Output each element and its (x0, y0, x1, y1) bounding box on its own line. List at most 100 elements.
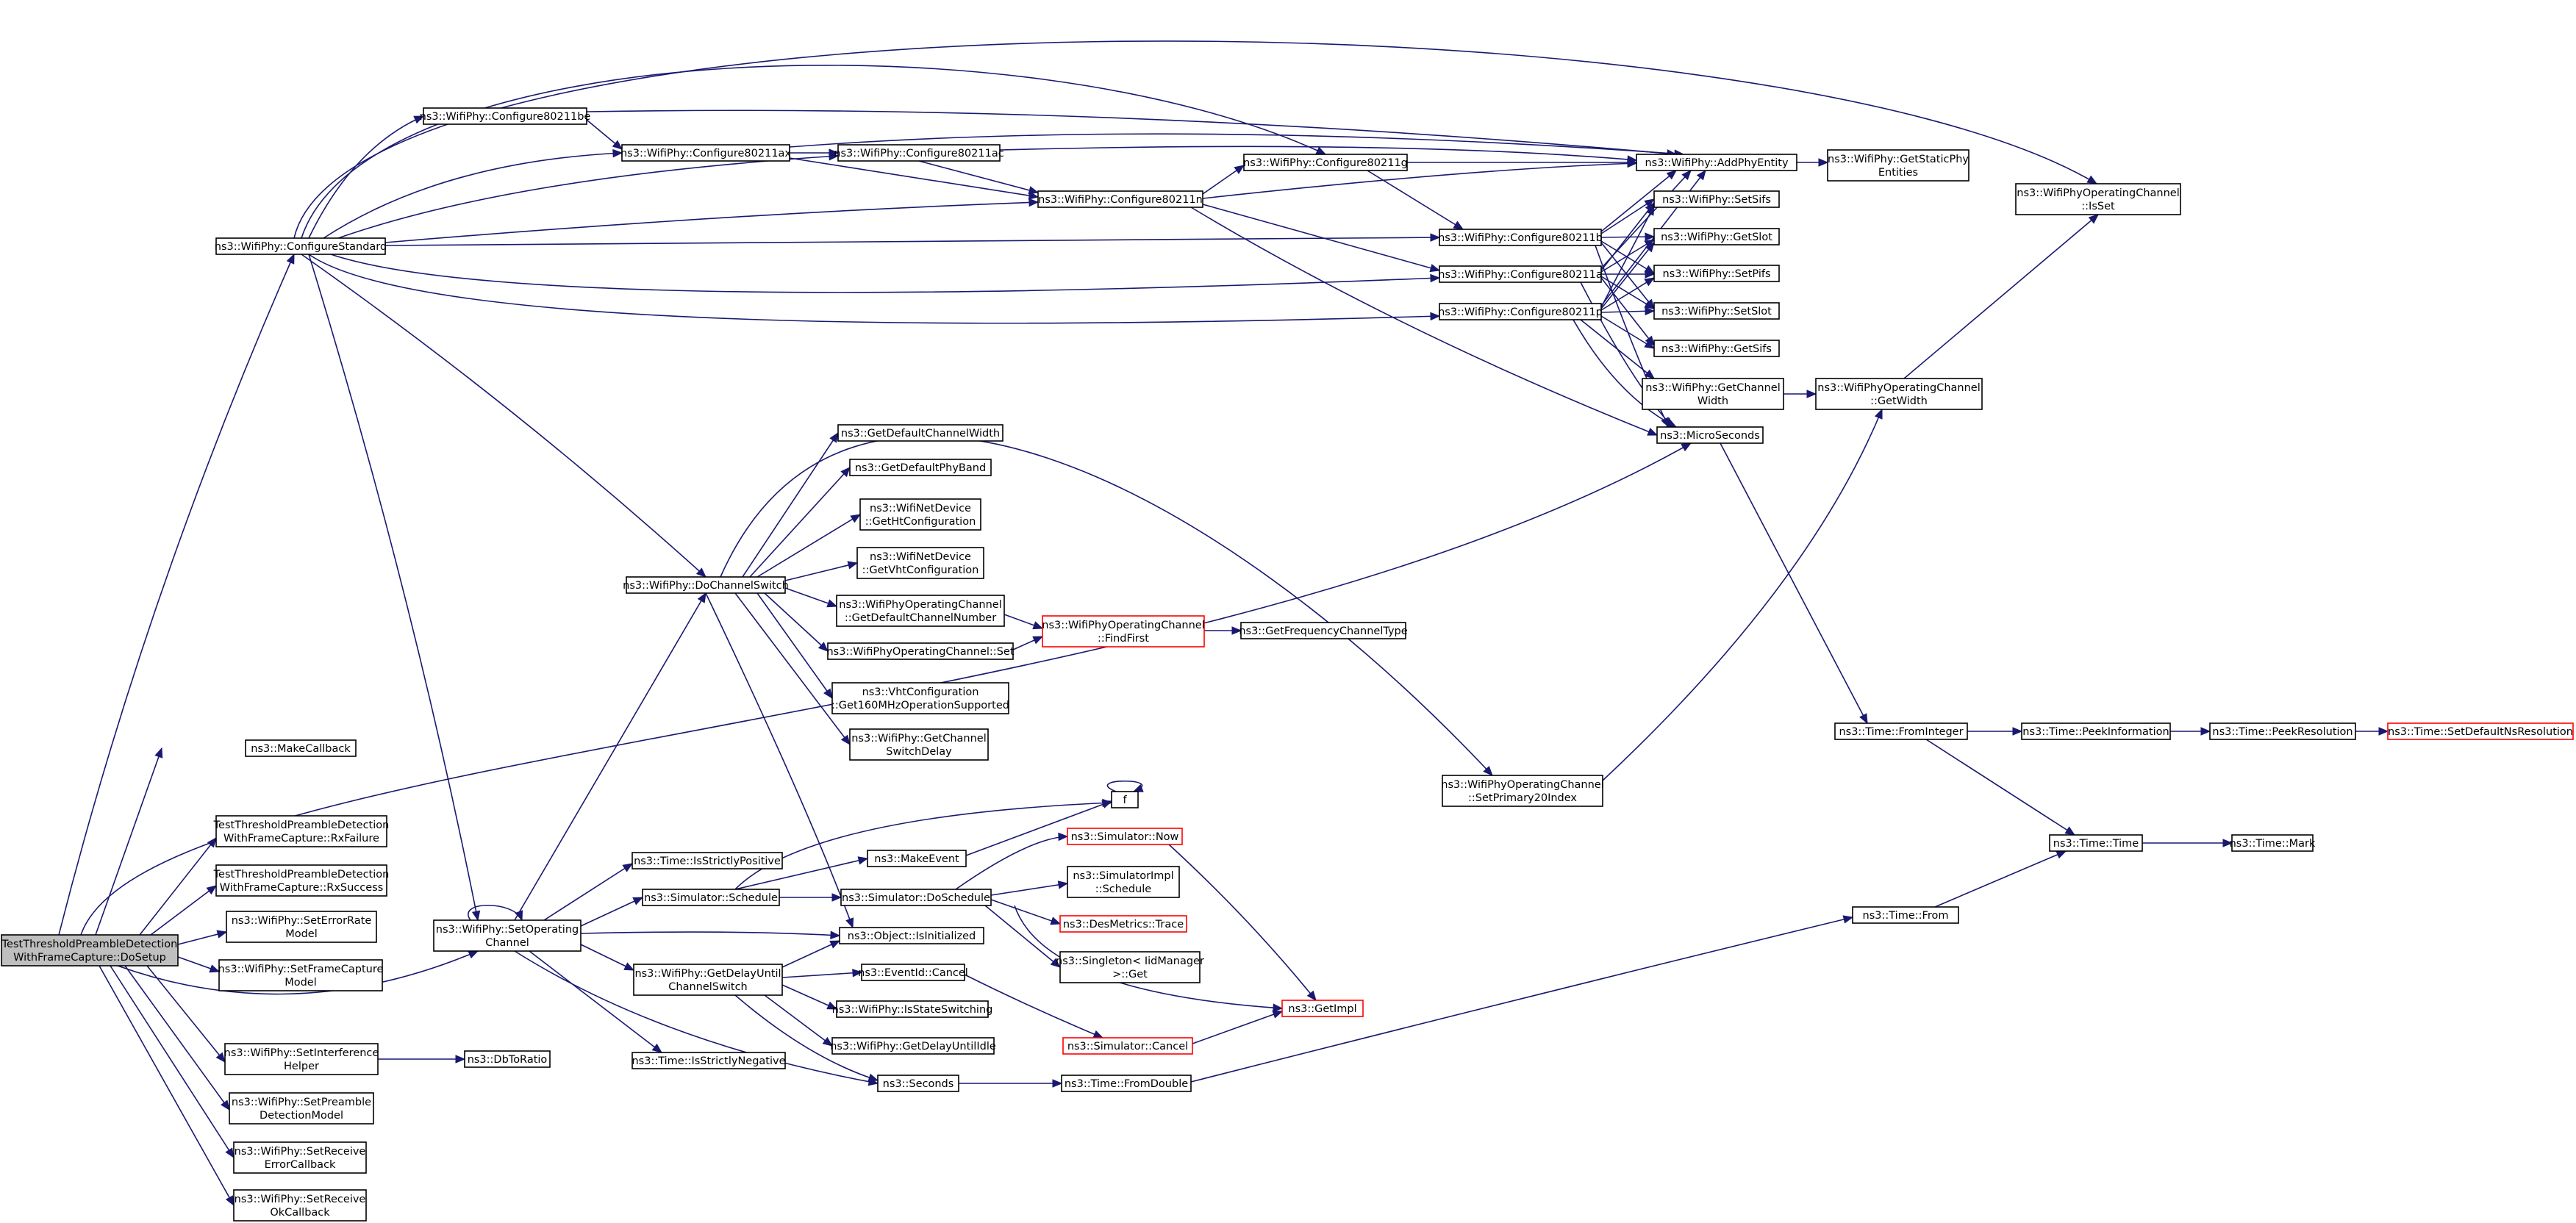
node-box-seterr[interactable] (226, 911, 377, 943)
node-box-c11p[interactable] (1439, 303, 1602, 320)
node-box-setfc[interactable] (218, 959, 383, 991)
node-box-peekres[interactable] (2209, 722, 2356, 740)
node-box-desm[interactable] (1059, 915, 1187, 933)
node-box-setrerr[interactable] (233, 1141, 367, 1174)
node-box-simdosch[interactable] (840, 889, 992, 906)
node-box-f[interactable] (1111, 791, 1139, 808)
node-box-isinit[interactable] (839, 927, 984, 944)
node-box-c11be[interactable] (423, 107, 587, 125)
node-peekres[interactable]: ns3::Time::PeekResolution (2209, 722, 2356, 740)
node-simimpl[interactable]: ns3::SimulatorImpl::Schedule (1067, 866, 1180, 898)
node-box-getdelay[interactable] (633, 964, 783, 996)
node-box-getstatic[interactable] (1827, 149, 1969, 182)
node-setsifs[interactable]: ns3::WifiPhy::SetSifs (1653, 190, 1780, 208)
node-box-getswd[interactable] (849, 728, 989, 761)
node-dochsw[interactable]: ns3::WifiPhy::DoChannelSwitch (623, 576, 789, 594)
node-makeev[interactable]: ns3::MakeEvent (867, 850, 967, 867)
node-getfct[interactable]: ns3::GetFrequencyChannelType (1239, 622, 1408, 639)
node-simsched[interactable]: ns3::Simulator::Schedule (642, 889, 780, 906)
node-box-addphy[interactable] (1636, 154, 1797, 171)
node-box-dbto[interactable] (464, 1050, 551, 1068)
node-setslot[interactable]: ns3::WifiPhy::SetSlot (1653, 302, 1780, 320)
node-box-seconds[interactable] (877, 1075, 959, 1092)
node-box-c11g[interactable] (1243, 154, 1408, 171)
node-c11ax[interactable]: ns3::WifiPhy::Configure80211ax (620, 144, 791, 162)
node-box-getvht[interactable] (856, 547, 984, 579)
node-wocisset[interactable]: ns3::WifiPhyOperatingChannel::IsSet (2015, 183, 2181, 215)
node-getvht[interactable]: ns3::WifiNetDevice::GetVhtConfiguration (856, 547, 984, 579)
node-dbto[interactable]: ns3::DbToRatio (464, 1050, 551, 1068)
node-box-setpre[interactable] (229, 1092, 374, 1125)
node-box-getchw[interactable] (1642, 378, 1784, 410)
node-fromint[interactable]: ns3::Time::FromInteger (1834, 722, 1968, 740)
node-f[interactable]: f (1111, 791, 1139, 808)
node-box-root[interactable] (1, 934, 179, 966)
node-singleton[interactable]: ns3::Singleton< IidManager>::Get (1056, 951, 1204, 983)
node-isinit[interactable]: ns3::Object::IsInitialized (839, 927, 984, 944)
node-box-singleton[interactable] (1059, 951, 1201, 983)
node-c11ac[interactable]: ns3::WifiPhy::Configure80211ac (834, 144, 1004, 162)
node-getimpl[interactable]: ns3::GetImpl (1281, 1000, 1364, 1017)
node-box-getdelidle[interactable] (831, 1037, 995, 1055)
node-box-isstsw[interactable] (836, 1000, 989, 1018)
node-wocgetdef[interactable]: ns3::WifiPhyOperatingChannel::GetDefault… (836, 595, 1005, 627)
node-box-evcancel[interactable] (861, 964, 965, 981)
node-getht[interactable]: ns3::WifiNetDevice::GetHtConfiguration (859, 498, 981, 531)
node-box-wocgetdef[interactable] (836, 595, 1005, 627)
node-box-isspos[interactable] (632, 852, 783, 869)
node-box-rxfail[interactable] (215, 815, 387, 847)
node-box-peekinfo[interactable] (2021, 722, 2171, 740)
node-box-fromdbl[interactable] (1061, 1075, 1192, 1092)
node-box-wocgetw[interactable] (1815, 378, 1983, 410)
node-timefrom[interactable]: ns3::Time::From (1852, 906, 1959, 924)
node-box-rxsucc[interactable] (215, 864, 387, 897)
node-box-timemark[interactable] (2231, 834, 2314, 852)
node-box-vht160[interactable] (831, 682, 1009, 714)
node-box-setif[interactable] (224, 1043, 379, 1075)
node-box-timefrom[interactable] (1852, 906, 1959, 924)
node-box-c11n[interactable] (1037, 190, 1203, 208)
node-box-getht[interactable] (859, 498, 981, 531)
node-rxsucc[interactable]: TestThresholdPreambleDetectionWithFrameC… (213, 864, 390, 897)
node-box-micro[interactable] (1656, 426, 1764, 444)
node-isspos[interactable]: ns3::Time::IsStrictlyPositive (632, 852, 783, 869)
node-box-wocprim[interactable] (1442, 775, 1603, 807)
node-box-dochsw[interactable] (626, 576, 786, 594)
node-box-simimpl[interactable] (1067, 866, 1180, 898)
node-wocset[interactable]: ns3::WifiPhyOperatingChannel::Set (826, 642, 1015, 660)
node-simcancel[interactable]: ns3::Simulator::Cancel (1062, 1037, 1193, 1055)
node-box-timet[interactable] (2049, 834, 2143, 852)
node-box-wocfind[interactable] (1042, 615, 1205, 648)
node-getdelidle[interactable]: ns3::WifiPhy::GetDelayUntilIdle (830, 1037, 996, 1055)
node-box-c11a[interactable] (1439, 265, 1602, 283)
node-box-wocisset[interactable] (2015, 183, 2181, 215)
node-issneg[interactable]: ns3::Time::IsStrictlyNegative (632, 1052, 786, 1069)
node-setpifs[interactable]: ns3::WifiPhy::SetPifs (1653, 265, 1780, 282)
node-box-setrok[interactable] (233, 1189, 367, 1222)
node-box-setop[interactable] (433, 919, 582, 952)
node-c11g[interactable]: ns3::WifiPhy::Configure80211g (1243, 154, 1408, 171)
node-box-getfct[interactable] (1240, 622, 1406, 639)
node-getslot[interactable]: ns3::WifiPhy::GetSlot (1653, 228, 1780, 245)
node-fromdbl[interactable]: ns3::Time::FromDouble (1061, 1075, 1192, 1092)
node-box-c11ac[interactable] (837, 144, 1001, 162)
node-makecb[interactable]: ns3::MakeCallback (245, 739, 357, 757)
node-box-getslot[interactable] (1653, 228, 1780, 245)
node-wocprim[interactable]: ns3::WifiPhyOperatingChannel::SetPrimary… (1441, 775, 1604, 807)
node-box-c11ax[interactable] (621, 144, 790, 162)
node-wocgetw[interactable]: ns3::WifiPhyOperatingChannel::GetWidth (1815, 378, 1983, 410)
node-wocfind[interactable]: ns3::WifiPhyOperatingChannel::FindFirst (1042, 615, 1205, 648)
node-box-setsifs[interactable] (1653, 190, 1780, 208)
node-peekinfo[interactable]: ns3::Time::PeekInformation (2021, 722, 2171, 740)
node-timemark[interactable]: ns3::Time::Mark (2230, 834, 2316, 852)
node-c11be[interactable]: ns3::WifiPhy::Configure80211be (420, 107, 591, 125)
node-cfgstd[interactable]: ns3::WifiPhy::ConfigureStandard (215, 237, 387, 255)
